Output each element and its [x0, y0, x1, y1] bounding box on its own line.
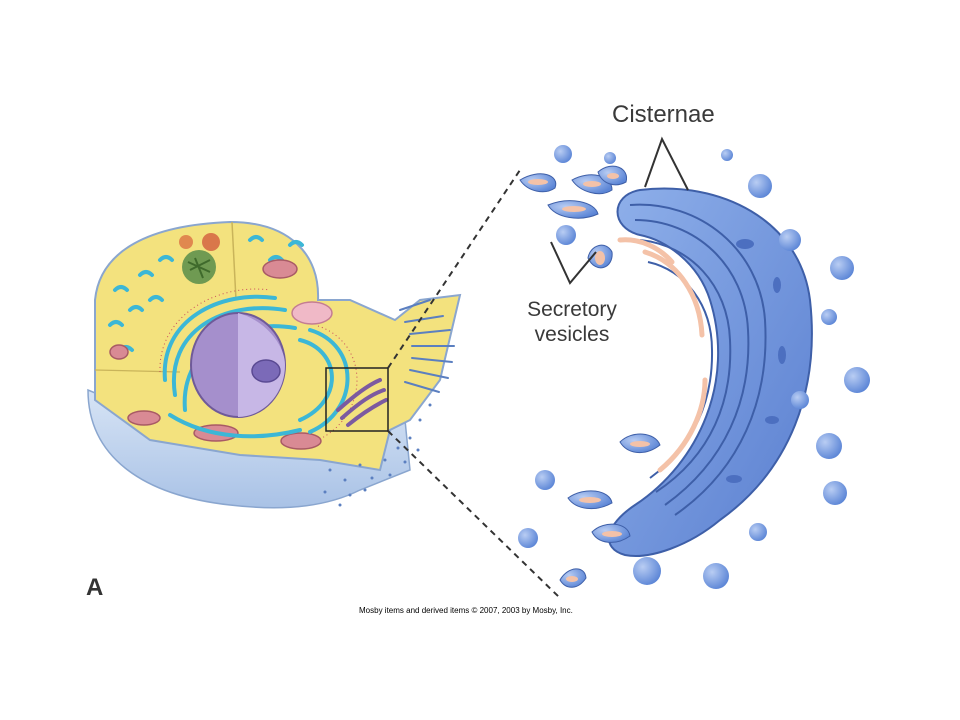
secretory-label-line1: Secretory — [527, 298, 617, 321]
vacuole-orange — [179, 235, 193, 249]
zoom-line-bottom — [387, 430, 561, 599]
secretory-leader — [550, 241, 597, 285]
cisternae-leader — [644, 136, 689, 191]
mitochondria — [109, 259, 322, 450]
secretion-dots — [323, 403, 432, 507]
zoom-line-top — [387, 169, 521, 369]
nucleolus — [251, 359, 281, 383]
panel-label: A — [86, 574, 104, 601]
golgi-small — [336, 378, 388, 427]
nucleus — [190, 312, 286, 418]
cell — [87, 220, 462, 509]
zoom-box — [325, 367, 389, 432]
vacuole-orange — [202, 233, 220, 251]
copyright-caption: Mosby items and derived items © 2007, 20… — [359, 606, 573, 615]
secretory-vesicles — [518, 145, 870, 589]
cisternae-lumen — [617, 237, 708, 473]
secretory-vesicles-label: Secretory vesicles — [517, 297, 627, 347]
lysosome — [291, 301, 333, 325]
cisternae-label: Cisternae — [612, 101, 715, 128]
leader-lines — [550, 136, 689, 285]
secretory-label-line2: vesicles — [534, 323, 610, 346]
fenestrae — [726, 239, 786, 483]
microvilli — [399, 299, 455, 393]
golgi-apparatus — [608, 187, 813, 557]
